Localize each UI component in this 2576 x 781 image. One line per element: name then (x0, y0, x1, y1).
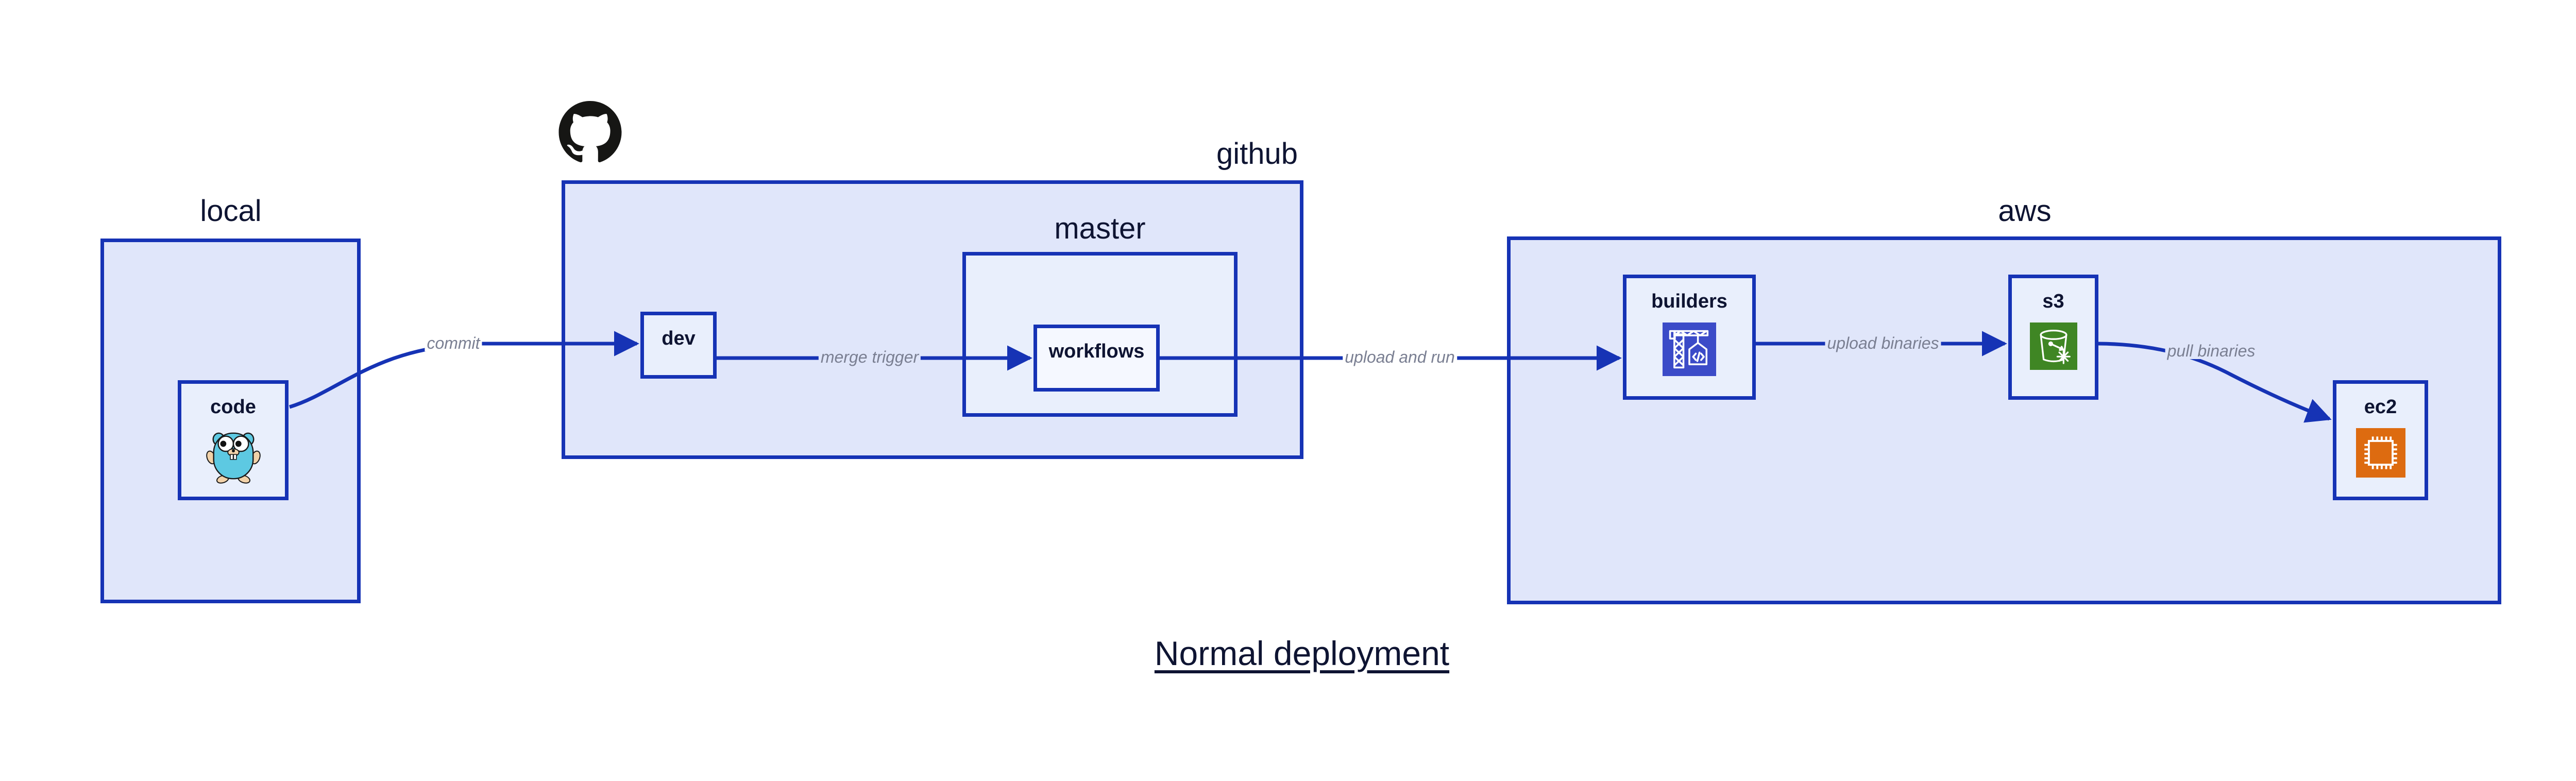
node-s3[interactable]: s3 (2008, 275, 2098, 400)
node-label-dev: dev (662, 328, 696, 349)
diagram-title: Normal deployment (1154, 634, 1450, 672)
aws-ec2-icon (2355, 428, 2405, 480)
edge-label-commit: commit (425, 335, 482, 351)
group-label-master: master (1054, 212, 1146, 245)
node-label-builders: builders (1651, 291, 1727, 312)
node-dev[interactable]: dev (640, 312, 717, 379)
edge-label-merge-trigger: merge trigger (818, 349, 921, 365)
edge-label-upload-binaries: upload binaries (1825, 335, 1941, 351)
group-label-github: github (1216, 137, 1298, 171)
edge-label-pull-binaries: pull binaries (2165, 343, 2258, 359)
node-label-code: code (210, 396, 256, 418)
aws-s3-glacier-icon (2029, 322, 2077, 372)
aws-codebuild-icon (1663, 322, 1716, 379)
node-code[interactable]: code (178, 380, 289, 500)
node-label-s3: s3 (2042, 291, 2064, 312)
go-gopher-icon (206, 428, 261, 486)
github-logo (558, 101, 622, 166)
node-label-ec2: ec2 (2364, 396, 2397, 418)
group-label-local: local (200, 194, 262, 228)
node-label-workflows: workflows (1048, 341, 1145, 362)
edge-label-upload-and-run: upload and run (1343, 349, 1457, 365)
node-ec2[interactable]: ec2 (2333, 380, 2428, 500)
group-label-aws: aws (1998, 194, 2052, 228)
node-builders[interactable]: builders (1623, 275, 1756, 400)
node-workflows[interactable]: workflows (1033, 325, 1160, 392)
